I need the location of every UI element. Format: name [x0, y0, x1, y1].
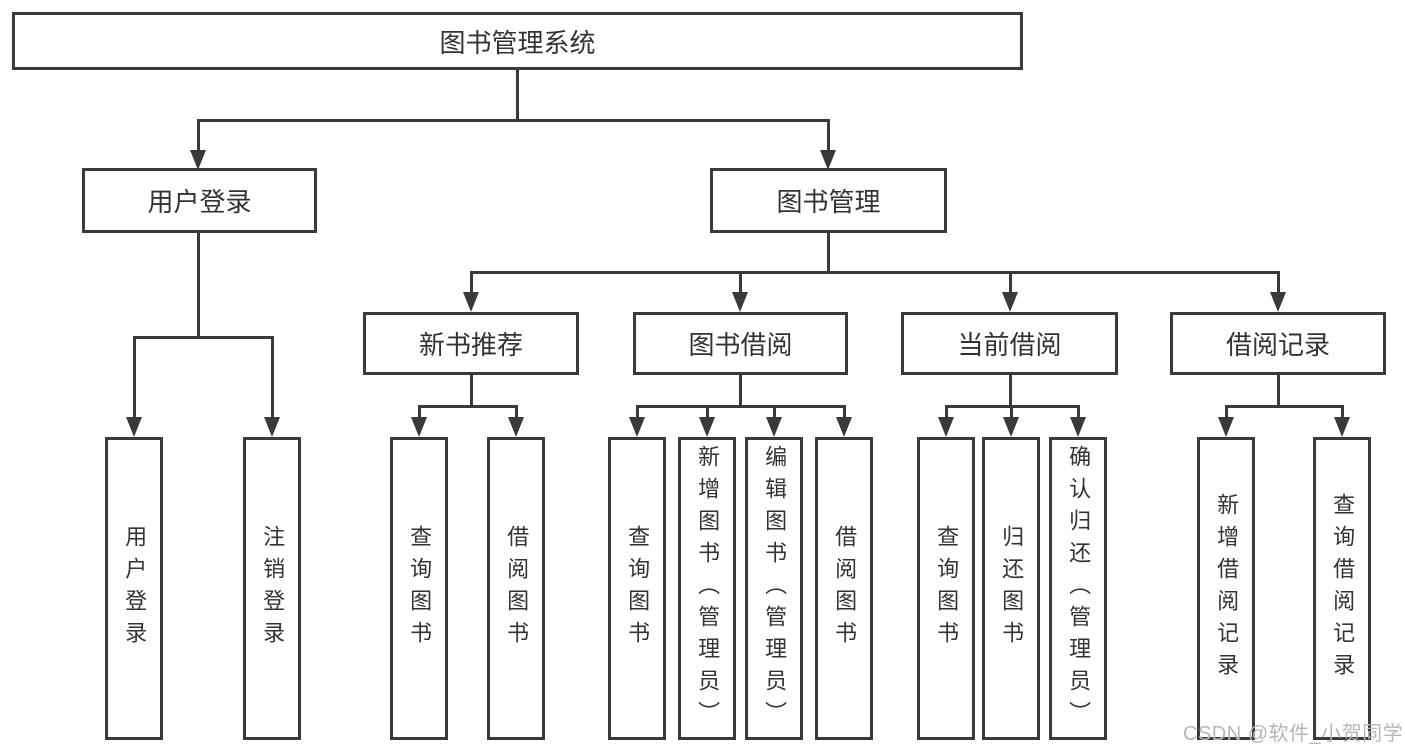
- arrow-down-icon: [938, 417, 954, 437]
- connector-vline: [1276, 373, 1280, 408]
- connector-arrow-shaft: [705, 406, 709, 423]
- leaf-recommend-query-books-label: 查询图书: [407, 524, 433, 653]
- leaf-query-borrow-record: 查询借阅记录: [1313, 437, 1371, 740]
- connector-arrow-shaft: [944, 406, 948, 423]
- arrow-down-icon: [629, 417, 645, 437]
- leaf-return-books-label: 归还图书: [999, 524, 1025, 653]
- connector-arrow-shaft: [842, 406, 846, 423]
- connector-arrow-shaft: [417, 406, 421, 423]
- node-root-label: 图书管理系统: [439, 27, 596, 58]
- node-book-management-label: 图书管理: [776, 187, 881, 217]
- leaf-recommend-borrow-books-label: 借阅图书: [504, 524, 530, 653]
- arrow-down-icon: [508, 417, 524, 437]
- leaf-add-borrow-record: 新增借阅记录: [1197, 437, 1255, 740]
- node-root: 图书管理系统: [12, 12, 1023, 70]
- connector-arrow-shaft: [1340, 406, 1344, 423]
- node-book-management: 图书管理: [710, 168, 947, 233]
- leaf-recommend-query-books: 查询图书: [390, 437, 448, 740]
- connector-arrow-shaft: [469, 272, 473, 298]
- node-current-borrow: 当前借阅: [901, 312, 1118, 375]
- watermark: CSDN @软件_小贺同学: [1183, 723, 1404, 745]
- leaf-borrow-query-books-label: 查询图书: [625, 524, 651, 653]
- node-borrow-record-label: 借阅记录: [1225, 330, 1330, 360]
- node-current-borrow-label: 当前借阅: [957, 330, 1062, 360]
- leaf-borrow-books: 借阅图书: [815, 437, 873, 740]
- connector-arrow-shaft: [132, 337, 136, 423]
- leaf-borrow-query-books: 查询图书: [608, 437, 666, 740]
- connector-vline: [738, 373, 742, 408]
- node-borrow-record: 借阅记录: [1170, 312, 1386, 375]
- connector-vline: [196, 233, 200, 339]
- connector-vline: [826, 233, 830, 274]
- connector-vline: [515, 70, 519, 122]
- node-book-borrow-label: 图书借阅: [688, 330, 793, 360]
- leaf-recommend-borrow-books: 借阅图书: [487, 437, 545, 740]
- connector-hline: [132, 335, 274, 339]
- leaf-logout-label: 注销登录: [260, 524, 286, 653]
- leaf-add-borrow-record-label: 新增借阅记录: [1214, 492, 1240, 685]
- connector-arrow-shaft: [1076, 406, 1080, 423]
- node-new-book-recommend-label: 新书推荐: [418, 330, 523, 360]
- arrow-down-icon: [1003, 417, 1019, 437]
- connector-arrow-shaft: [635, 406, 639, 423]
- arrow-down-icon: [463, 292, 479, 312]
- connector-hline: [196, 118, 830, 122]
- arrow-down-icon: [820, 150, 836, 170]
- arrow-down-icon: [699, 417, 715, 437]
- arrow-down-icon: [1070, 417, 1086, 437]
- connector-hline: [417, 404, 518, 408]
- connector-arrow-shaft: [514, 406, 518, 423]
- connector-arrow-shaft: [738, 272, 742, 298]
- arrow-down-icon: [766, 417, 782, 437]
- connector-hline: [635, 404, 846, 408]
- node-book-borrow: 图书借阅: [633, 312, 848, 375]
- connector-arrow-shaft: [1224, 406, 1228, 423]
- arrow-down-icon: [1002, 292, 1018, 312]
- leaf-add-books-admin-label: 新增图书（管理员）: [695, 444, 721, 733]
- leaf-edit-books-admin: 编辑图书（管理员）: [745, 437, 803, 740]
- arrow-down-icon: [836, 417, 852, 437]
- leaf-user-login-label: 用户登录: [122, 524, 148, 653]
- arrow-down-icon: [190, 150, 206, 170]
- arrow-down-icon: [411, 417, 427, 437]
- leaf-current-query-books: 查询图书: [917, 437, 975, 740]
- connector-vline: [1008, 373, 1012, 408]
- leaf-confirm-return-admin-label: 确认归还（管理员）: [1066, 444, 1092, 733]
- node-user-login: 用户登录: [82, 168, 317, 233]
- leaf-logout: 注销登录: [243, 437, 301, 740]
- arrow-down-icon: [1270, 292, 1286, 312]
- connector-arrow-shaft: [1276, 272, 1280, 298]
- connector-arrow-shaft: [772, 406, 776, 423]
- node-new-book-recommend: 新书推荐: [363, 312, 579, 375]
- leaf-borrow-books-label: 借阅图书: [832, 524, 858, 653]
- arrow-down-icon: [126, 417, 142, 437]
- node-user-login-label: 用户登录: [147, 187, 252, 217]
- connector-hline: [1224, 404, 1344, 408]
- leaf-edit-books-admin-label: 编辑图书（管理员）: [762, 444, 788, 733]
- leaf-current-query-books-label: 查询图书: [934, 524, 960, 653]
- leaf-return-books: 归还图书: [982, 437, 1040, 740]
- connector-hline: [469, 270, 1280, 274]
- arrow-down-icon: [1218, 417, 1234, 437]
- leaf-user-login: 用户登录: [105, 437, 163, 740]
- arrow-down-icon: [264, 417, 280, 437]
- connector-arrow-shaft: [270, 337, 274, 423]
- leaf-confirm-return-admin: 确认归还（管理员）: [1049, 437, 1107, 740]
- connector-arrow-shaft: [1008, 272, 1012, 298]
- leaf-add-books-admin: 新增图书（管理员）: [678, 437, 736, 740]
- leaf-query-borrow-record-label: 查询借阅记录: [1330, 492, 1356, 685]
- connector-vline: [469, 373, 473, 408]
- connector-arrow-shaft: [196, 120, 200, 156]
- connector-arrow-shaft: [826, 120, 830, 156]
- connector-arrow-shaft: [1009, 406, 1013, 423]
- arrow-down-icon: [1334, 417, 1350, 437]
- arrow-down-icon: [732, 292, 748, 312]
